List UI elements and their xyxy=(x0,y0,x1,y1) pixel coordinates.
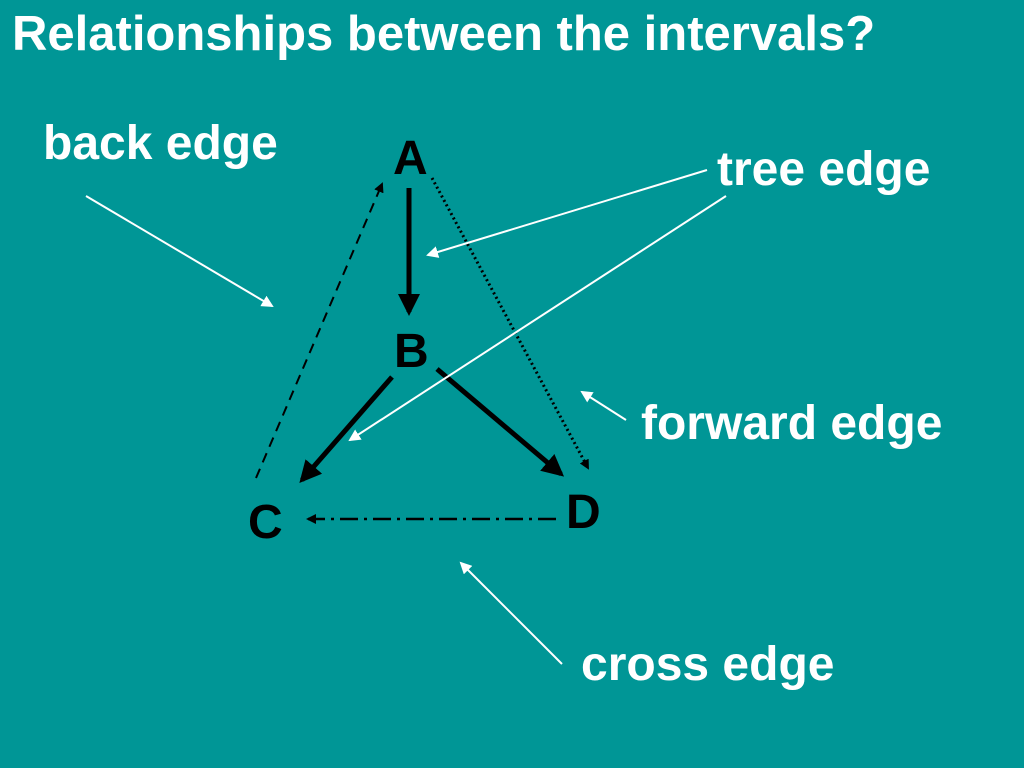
tree-edge-pointer-2 xyxy=(348,195,727,442)
tree-edge-b-c xyxy=(299,375,394,484)
forward-edge-a-d xyxy=(430,177,590,470)
forward-edge-pointer xyxy=(580,390,627,421)
node-d-label: D xyxy=(566,486,601,539)
node-a-label: A xyxy=(393,132,428,185)
cross-edge-pointer xyxy=(459,561,563,665)
cross-edge-label: cross edge xyxy=(581,638,835,691)
tree-edge-label: tree edge xyxy=(717,143,931,196)
slide-title: Relationships between the intervals? xyxy=(12,7,876,61)
back-edge-c-a xyxy=(255,182,384,479)
forward-edge-label: forward edge xyxy=(641,397,943,450)
back-edge-label: back edge xyxy=(43,117,278,170)
node-c-label: C xyxy=(248,496,283,549)
node-b-label: B xyxy=(394,325,429,378)
tree-edge-pointer-1 xyxy=(426,169,708,258)
tree-edge-b-d xyxy=(435,367,565,477)
back-edge-pointer xyxy=(85,195,274,308)
